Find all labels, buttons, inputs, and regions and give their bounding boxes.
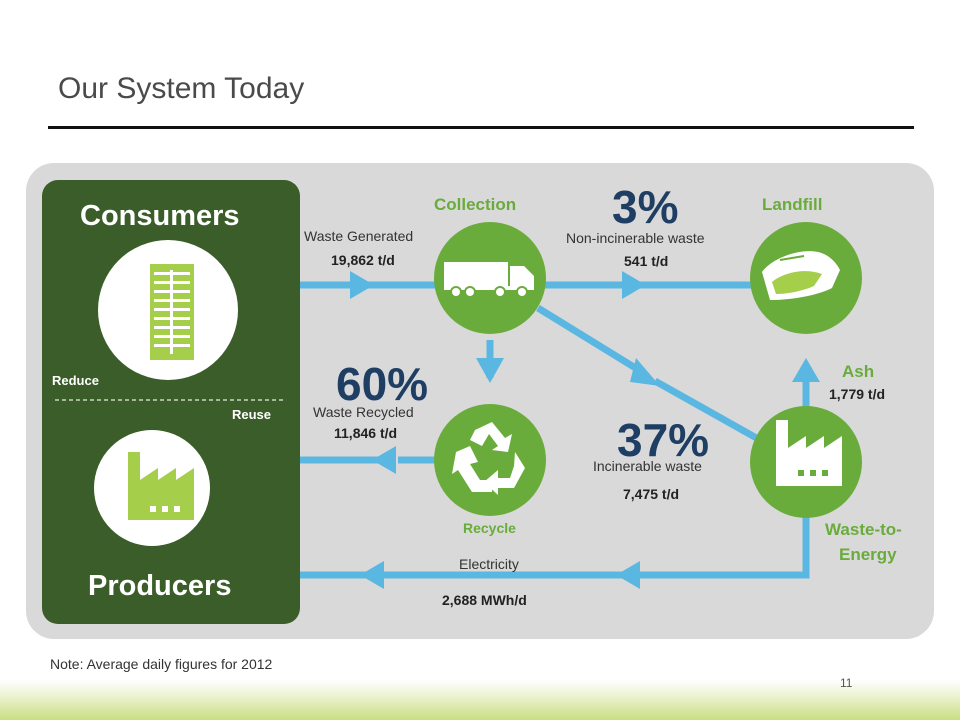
incinerable-arrowhead — [630, 358, 660, 386]
landfill-label: Landfill — [762, 195, 823, 214]
reuse-label: Reuse — [232, 407, 272, 422]
non-incinerable-percent: 3% — [612, 181, 679, 233]
ash-arrowhead — [792, 358, 820, 382]
incinerable-flow-line — [536, 305, 644, 375]
non-incinerable-value: 541 t/d — [624, 253, 669, 269]
generated-arrowhead — [350, 271, 374, 299]
footer-gradient-band — [0, 680, 960, 720]
producers-factory-icon — [128, 452, 194, 520]
electricity-arrowhead-1 — [616, 561, 640, 589]
incinerable-value: 7,475 t/d — [623, 486, 680, 502]
ash-label: Ash — [842, 362, 875, 381]
recycle-icon — [452, 422, 525, 495]
collection-label: Collection — [434, 195, 517, 214]
title-divider — [48, 126, 914, 129]
ash-value: 1,779 t/d — [829, 386, 886, 402]
non-incinerable-label: Non-incinerable waste — [566, 230, 705, 246]
recycle-label: Recycle — [463, 520, 516, 536]
recycled-arrowhead — [372, 446, 396, 474]
page-number: 11 — [840, 676, 853, 690]
consumers-label: Consumers — [80, 200, 240, 232]
page-title: Our System Today — [58, 72, 305, 105]
waste-generated-label: Waste Generated — [304, 228, 414, 244]
footnote: Note: Average daily figures for 2012 — [50, 656, 273, 672]
electricity-arrowhead-2 — [360, 561, 384, 589]
electricity-value: 2,688 MWh/d — [442, 592, 527, 608]
producers-label: Producers — [88, 570, 232, 602]
wte-label-line2: Energy — [839, 545, 897, 564]
recycle-down-arrowhead — [476, 358, 504, 383]
waste-recycled-label: Waste Recycled — [313, 404, 414, 420]
reduce-label: Reduce — [52, 373, 99, 388]
truck-icon — [444, 262, 534, 298]
incinerable-label: Incinerable waste — [593, 458, 702, 474]
landfill-icon — [762, 251, 840, 300]
arrowheads — [350, 271, 820, 589]
building-icon — [150, 264, 194, 360]
wte-factory-icon — [776, 420, 842, 486]
recycled-percent: 60% — [336, 358, 429, 410]
electricity-flow-line — [300, 515, 810, 579]
non-incinerable-arrowhead — [622, 271, 646, 299]
electricity-label: Electricity — [459, 556, 519, 572]
waste-recycled-value: 11,846 t/d — [334, 425, 398, 441]
recycle-circle — [434, 404, 546, 516]
incinerable-percent: 37% — [617, 414, 710, 466]
incinerable-flow-line-tail — [653, 377, 762, 444]
waste-generated-value: 19,862 t/d — [331, 252, 395, 268]
wte-label-line1: Waste-to- — [825, 520, 902, 539]
